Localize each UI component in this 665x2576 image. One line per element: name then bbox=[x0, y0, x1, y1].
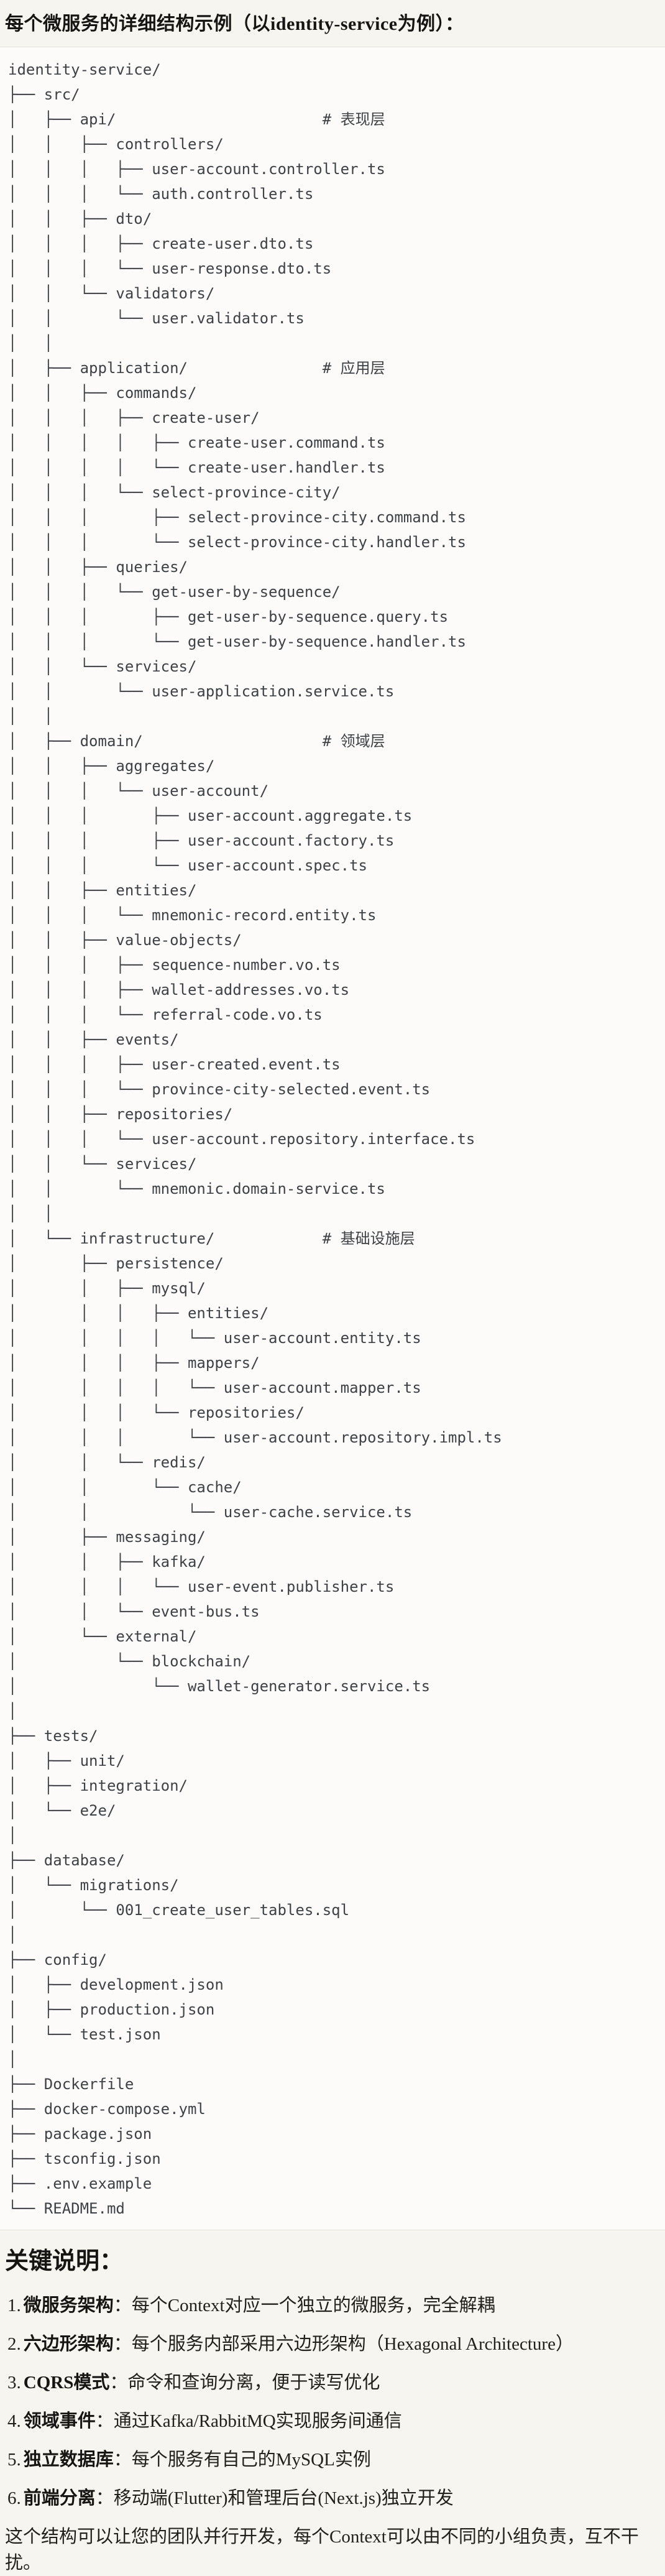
note-label: 前端分离 bbox=[23, 2488, 96, 2508]
note-item: 6.前端分离：移动端(Flutter)和管理后台(Next.js)独立开发 bbox=[5, 2485, 660, 2511]
page-title: 每个微服务的详细结构示例（以identity-service为例）： bbox=[5, 14, 464, 34]
note-text: ：每个Context对应一个独立的微服务，完全解耦 bbox=[113, 2296, 495, 2315]
note-item: 2.六边形架构：每个服务内部采用六边形架构（Hexagonal Architec… bbox=[5, 2331, 660, 2357]
note-text: ：移动端(Flutter)和管理后台(Next.js)独立开发 bbox=[95, 2488, 454, 2508]
note-label: CQRS模式 bbox=[23, 2373, 110, 2393]
note-item: 3.CQRS模式：命令和查询分离，便于读写优化 bbox=[5, 2370, 660, 2396]
note-label: 独立数据库 bbox=[23, 2450, 114, 2470]
note-number: 6. bbox=[7, 2488, 21, 2508]
note-label: 微服务架构 bbox=[23, 2296, 114, 2315]
notes-footer: 这个结构可以让您的团队并行开发，每个Context可以由不同的小组负责，互不干扰… bbox=[5, 2527, 639, 2573]
note-number: 4. bbox=[7, 2411, 21, 2431]
note-text: ：每个服务内部采用六边形架构（Hexagonal Architecture） bbox=[113, 2334, 574, 2354]
note-number: 5. bbox=[7, 2450, 21, 2470]
note-number: 3. bbox=[7, 2373, 21, 2393]
notes-heading: 关键说明： bbox=[5, 2248, 124, 2274]
file-tree-code-block: identity-service/ ├── src/ │ ├── api/ # … bbox=[0, 47, 665, 2230]
note-item: 5.独立数据库：每个服务有自己的MySQL实例 bbox=[5, 2447, 660, 2473]
notes-section: 关键说明： 1.微服务架构：每个Context对应一个独立的微服务，完全解耦 2… bbox=[0, 2230, 665, 2576]
note-text: ：通过Kafka/RabbitMQ实现服务间通信 bbox=[95, 2411, 402, 2431]
note-item: 1.微服务架构：每个Context对应一个独立的微服务，完全解耦 bbox=[5, 2292, 660, 2319]
note-number: 2. bbox=[7, 2334, 21, 2354]
note-item: 4.领域事件：通过Kafka/RabbitMQ实现服务间通信 bbox=[5, 2408, 660, 2434]
note-text: ：每个服务有自己的MySQL实例 bbox=[113, 2450, 371, 2470]
file-tree: identity-service/ ├── src/ │ ├── api/ # … bbox=[8, 61, 502, 2217]
note-label: 六边形架构 bbox=[23, 2334, 114, 2354]
note-number: 1. bbox=[7, 2296, 21, 2315]
note-label: 领域事件 bbox=[23, 2411, 96, 2431]
note-text: ：命令和查询分离，便于读写优化 bbox=[109, 2373, 380, 2393]
